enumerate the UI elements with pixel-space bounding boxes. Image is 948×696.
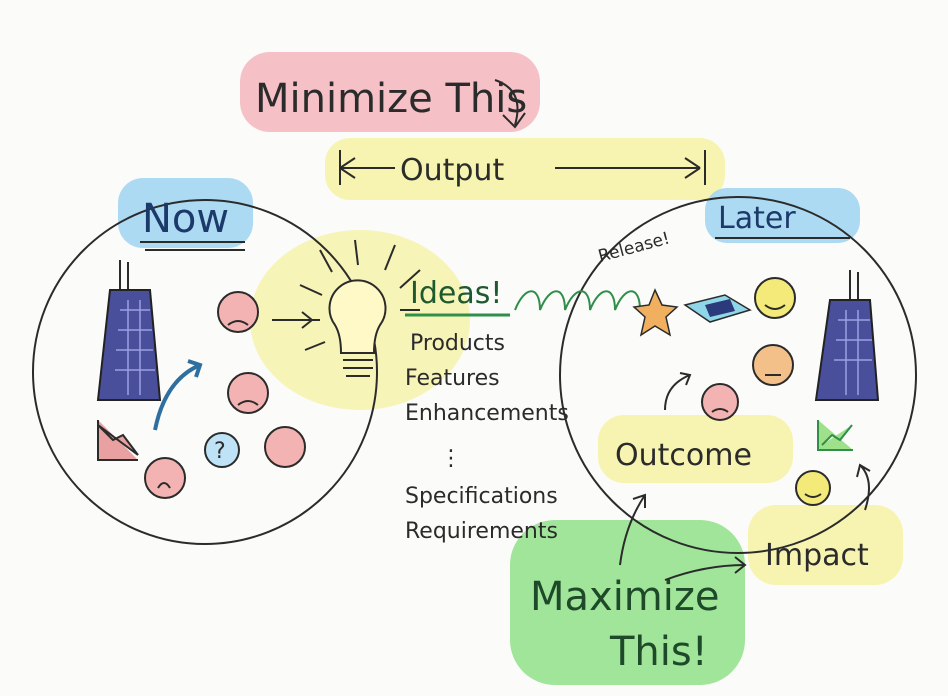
minimize-highlight: [240, 52, 540, 132]
maximize-this-label: This!: [609, 629, 708, 675]
product-box-icon: [683, 294, 752, 323]
growth-arrow-icon: [153, 359, 203, 431]
impact-arrow: [856, 463, 871, 511]
impact-label: Impact: [765, 538, 869, 573]
idea-item: Specifications: [405, 484, 558, 509]
idea-item: Products: [410, 331, 505, 356]
confused-face-icon: ?: [204, 426, 306, 468]
rising-chart-icon: [817, 420, 853, 451]
now-underline: [140, 241, 245, 251]
outcome-highlight: [598, 415, 793, 483]
output-span-arrow: [339, 150, 706, 185]
later-circle: [559, 196, 917, 554]
now-circle: [32, 199, 378, 545]
later-highlight: [705, 188, 860, 243]
minimize-arrow: [494, 79, 526, 129]
now-label: Now: [142, 196, 229, 242]
sad-face-icon: [144, 457, 186, 499]
now-highlight: [118, 178, 253, 248]
neutral-face-icon: [752, 344, 794, 386]
happy-face-icon: [795, 470, 831, 506]
maximize-to-outcome-arrow: [619, 493, 646, 566]
impact-highlight: [748, 505, 903, 585]
svg-text:?: ?: [214, 439, 226, 464]
building-icon-later: [814, 270, 880, 401]
maximize-label: Maximize: [530, 574, 720, 620]
idea-ellipsis: ⋮: [440, 446, 462, 471]
coil-path: [514, 290, 641, 311]
sad-face-icon: [217, 291, 259, 333]
declining-chart-icon: [97, 420, 139, 461]
idea-item: Features: [405, 366, 500, 391]
outcome-arrow: [664, 372, 692, 411]
ideas-label: Ideas!: [410, 276, 502, 311]
outcome-label: Outcome: [615, 438, 752, 473]
output-label: Output: [400, 153, 504, 188]
minimize-this-label: Minimize This: [255, 76, 527, 122]
sad-face-icon: [701, 383, 739, 421]
later-label: Later: [718, 201, 796, 236]
sad-face-icon: [227, 372, 269, 414]
building-icon-now: [96, 260, 162, 401]
star-icon: [632, 288, 679, 337]
maximize-to-impact-arrow: [664, 556, 747, 581]
lightbulb-icon: [295, 239, 421, 377]
release-label: Release!: [596, 229, 672, 267]
happy-face-icon: [754, 277, 796, 319]
maximize-highlight: [510, 520, 745, 685]
idea-item: Requirements: [405, 519, 558, 544]
idea-item: Enhancements: [405, 401, 569, 426]
output-highlight: [325, 138, 725, 200]
